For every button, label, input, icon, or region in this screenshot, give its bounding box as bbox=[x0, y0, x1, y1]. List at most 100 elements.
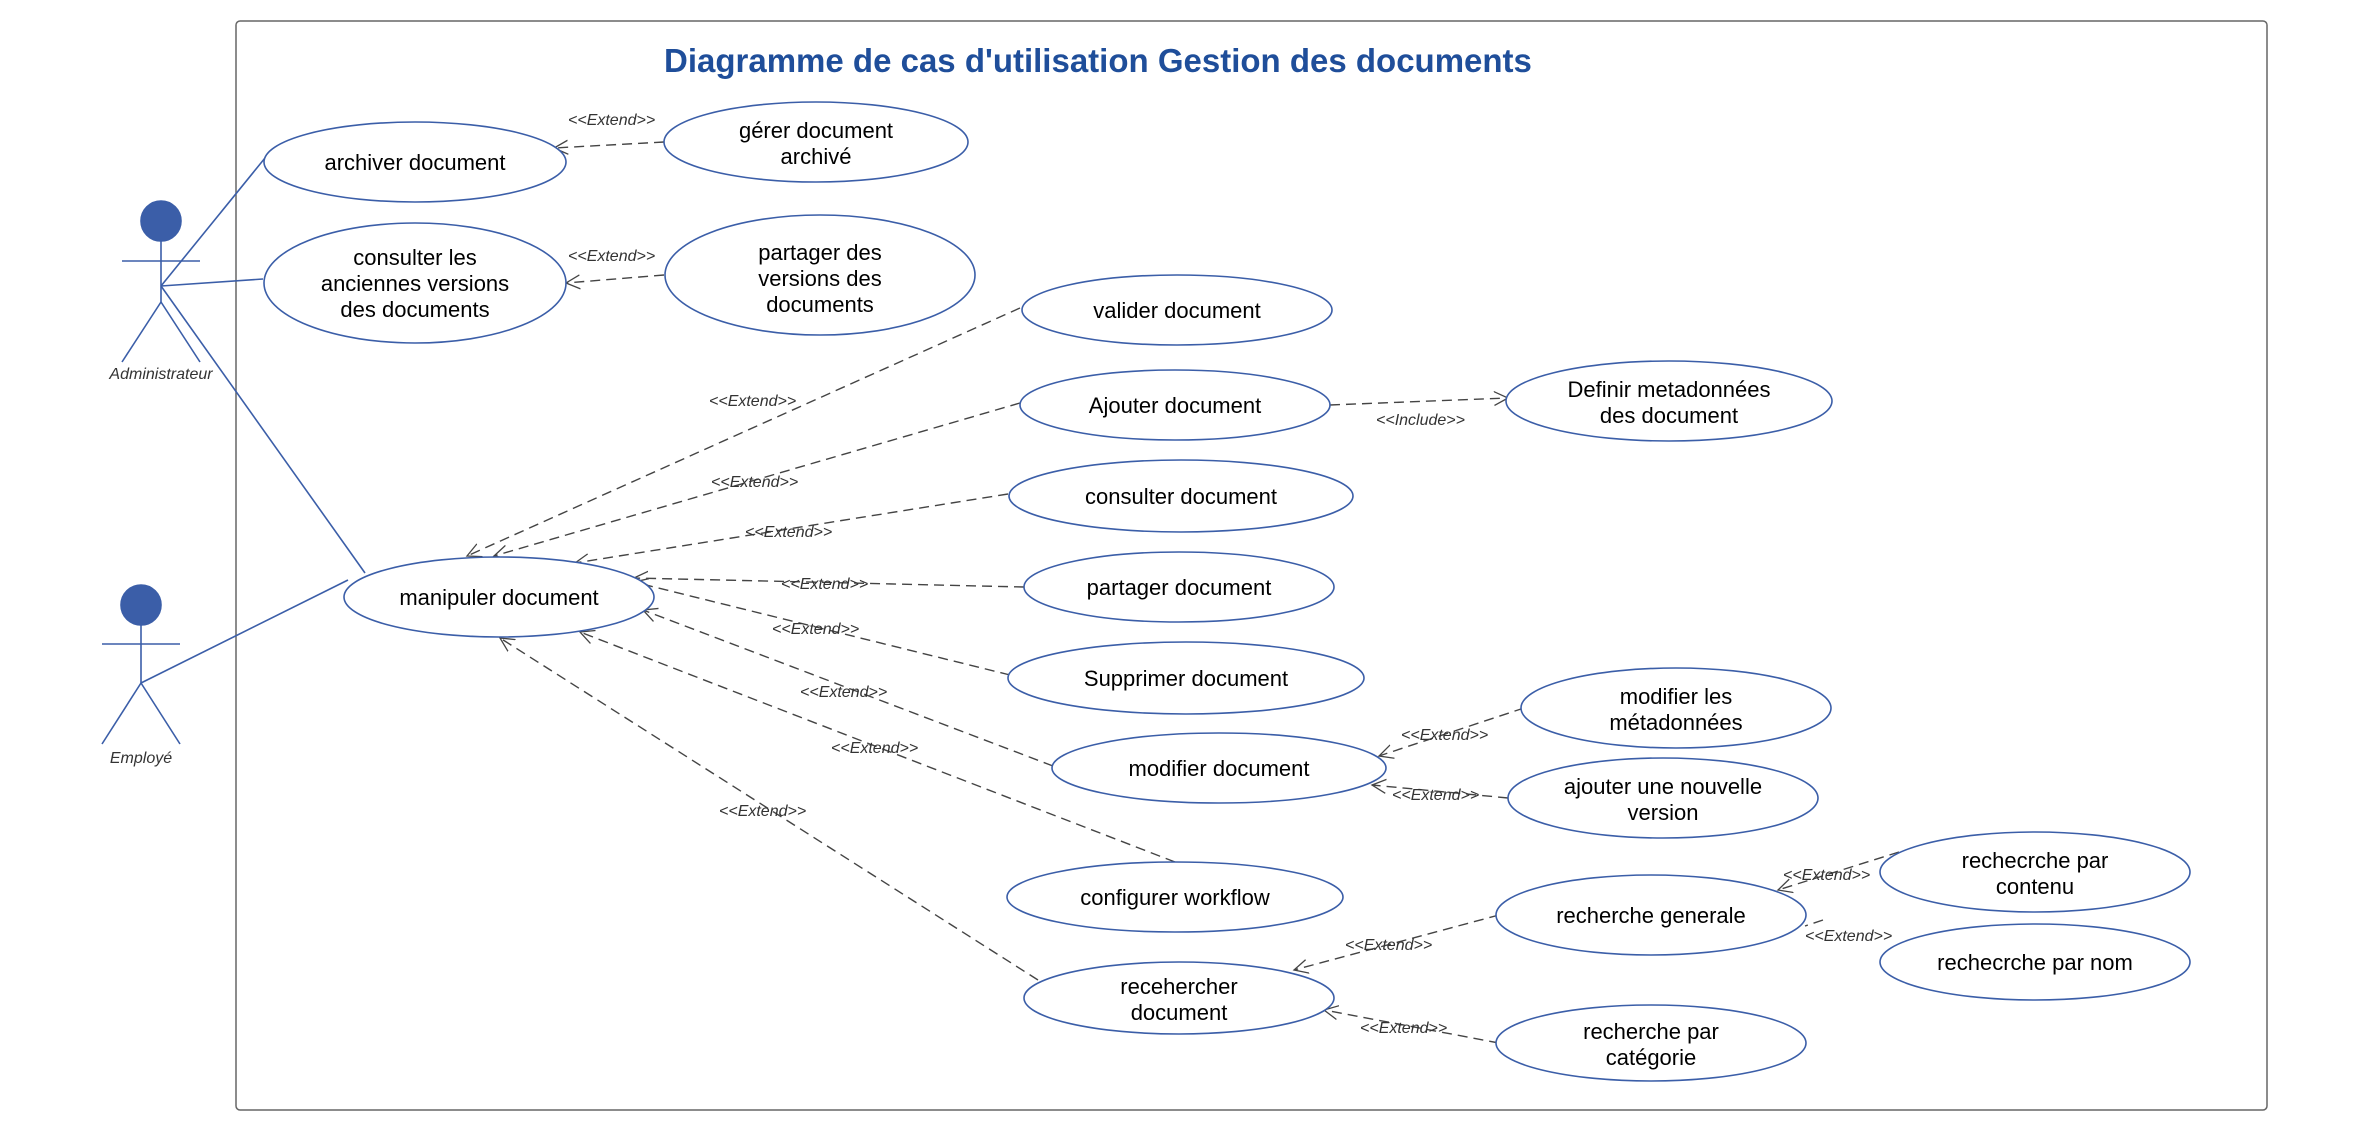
extend-valider-manipuler bbox=[467, 307, 1021, 556]
uc-modifier-metadonnees[interactable] bbox=[1520, 667, 1832, 749]
diagram-title: Diagramme de cas d'utilisation Gestion d… bbox=[664, 42, 1532, 79]
system-boundary bbox=[235, 20, 2268, 1111]
actor-administrateur[interactable] bbox=[121, 200, 201, 363]
uc-recherche-nom-label: rechecrche par nom bbox=[1937, 950, 2133, 975]
uc-modifier-meta-label-2: métadonnées bbox=[1609, 710, 1742, 735]
uc-ajouter-nouvelle-version[interactable] bbox=[1507, 757, 1819, 839]
uc-archiver-label: archiver document bbox=[325, 150, 506, 175]
extend-partager-versions bbox=[566, 274, 665, 283]
uc-rechercher-label-2: document bbox=[1131, 1000, 1228, 1025]
label-extend-categorie: <<Extend>> bbox=[1360, 1020, 1447, 1037]
label-extend-contenu: <<Extend>> bbox=[1783, 867, 1870, 884]
uc-recherche-par-categorie[interactable] bbox=[1495, 1004, 1807, 1082]
label-extend-supprimer: <<Extend>> bbox=[772, 621, 859, 638]
uc-recherche-categorie-label-1: recherche par bbox=[1583, 1019, 1719, 1044]
uc-nouvelle-version-label-1: ajouter une nouvelle bbox=[1564, 774, 1762, 799]
assoc-admin-manipuler bbox=[160, 285, 366, 574]
relation-labels: <<Extend>> <<Extend>> <<Extend>> <<Exten… bbox=[568, 112, 1892, 1037]
uc-gerer-document-archive[interactable] bbox=[663, 101, 969, 183]
uc-gerer-label-1: gérer document bbox=[739, 118, 893, 143]
uc-definir-label-2: des document bbox=[1600, 403, 1738, 428]
actor-employe[interactable] bbox=[101, 584, 181, 745]
relations bbox=[467, 142, 1900, 1044]
uc-nouvelle-version-label-2: version bbox=[1628, 800, 1699, 825]
uc-valider-document[interactable] bbox=[1021, 274, 1333, 346]
uc-recherche-categorie-label-2: catégorie bbox=[1606, 1045, 1697, 1070]
uc-partager-document[interactable] bbox=[1023, 551, 1335, 623]
label-extend-partager-versions: <<Extend>> bbox=[568, 248, 655, 265]
use-case-labels: archiver document gérer document archivé… bbox=[321, 118, 2133, 1070]
uc-manipuler-label: manipuler document bbox=[399, 585, 598, 610]
uc-consulter-document[interactable] bbox=[1008, 459, 1354, 533]
uc-rechercher-label-1: recehercher bbox=[1120, 974, 1237, 999]
uc-consulter-versions-label-1: consulter les bbox=[353, 245, 477, 270]
extend-contenu-generale bbox=[1778, 851, 1900, 890]
uc-definir-metadonnees[interactable] bbox=[1505, 360, 1833, 442]
extend-supprimer-manipuler bbox=[634, 582, 1011, 676]
uc-supprimer-label: Supprimer document bbox=[1084, 666, 1288, 691]
extend-nouvelle-modifier bbox=[1372, 785, 1509, 799]
label-extend-partager: <<Extend>> bbox=[781, 576, 868, 593]
label-extend-modifier: <<Extend>> bbox=[800, 684, 887, 701]
label-extend-ajouter: <<Extend>> bbox=[711, 474, 798, 491]
uc-modifier-meta-label-1: modifier les bbox=[1620, 684, 1732, 709]
label-extend-modifmeta: <<Extend>> bbox=[1401, 727, 1488, 744]
extend-modifmeta-modifier bbox=[1379, 707, 1525, 756]
associations bbox=[140, 157, 366, 684]
uc-recherche-contenu-label-2: contenu bbox=[1996, 874, 2074, 899]
uc-ajouter-label: Ajouter document bbox=[1089, 393, 1261, 418]
extend-rechercher-manipuler bbox=[500, 638, 1039, 981]
uc-manipuler-document[interactable] bbox=[343, 556, 655, 638]
label-include-definir: <<Include>> bbox=[1376, 412, 1465, 429]
uc-ajouter-document[interactable] bbox=[1019, 369, 1331, 441]
uc-archiver-document[interactable] bbox=[263, 121, 567, 203]
uc-configurer-label: configurer workflow bbox=[1080, 885, 1270, 910]
label-extend-generale: <<Extend>> bbox=[1345, 937, 1432, 954]
assoc-admin-archiver bbox=[160, 157, 266, 287]
uc-partager-versions-label-1: partager des bbox=[758, 240, 882, 265]
actor-employe-label: Employé bbox=[110, 750, 172, 767]
extend-categorie-rechercher bbox=[1324, 1010, 1500, 1044]
label-extend-configurer: <<Extend>> bbox=[831, 740, 918, 757]
uc-configurer-workflow[interactable] bbox=[1006, 861, 1344, 933]
uc-definir-label-1: Definir metadonnées bbox=[1567, 377, 1770, 402]
uc-modifier-document[interactable] bbox=[1051, 732, 1387, 804]
label-extend-valider: <<Extend>> bbox=[709, 393, 796, 410]
label-extend-gerer: <<Extend>> bbox=[568, 112, 655, 129]
include-ajouter-definir bbox=[1329, 398, 1508, 405]
extend-partager-manipuler bbox=[634, 578, 1025, 588]
uc-recherche-generale[interactable] bbox=[1495, 874, 1807, 956]
extend-consulter-manipuler bbox=[575, 493, 1009, 563]
uc-valider-label: valider document bbox=[1093, 298, 1261, 323]
extend-configurer-manipuler bbox=[580, 632, 1176, 863]
assoc-admin-consulter-versions bbox=[160, 278, 264, 287]
uc-partager-versions-label-2: versions des bbox=[758, 266, 882, 291]
uc-rechercher-document[interactable] bbox=[1023, 961, 1335, 1035]
uc-partager-versions-label-3: documents bbox=[766, 292, 874, 317]
label-extend-nom: <<Extend>> bbox=[1805, 928, 1892, 945]
uc-consulter-label: consulter document bbox=[1085, 484, 1277, 509]
extend-generale-rechercher bbox=[1294, 914, 1500, 970]
uc-consulter-versions-label-3: des documents bbox=[340, 297, 489, 322]
uc-partager-versions[interactable] bbox=[664, 214, 976, 336]
uc-partager-label: partager document bbox=[1087, 575, 1272, 600]
uc-consulter-versions-label-2: anciennes versions bbox=[321, 271, 509, 296]
uc-gerer-label-2: archivé bbox=[781, 144, 852, 169]
extend-gerer-archiver bbox=[554, 142, 665, 148]
uc-consulter-anciennes-versions[interactable] bbox=[263, 222, 567, 344]
extend-modifier-manipuler bbox=[643, 610, 1054, 767]
uc-supprimer-document[interactable] bbox=[1007, 641, 1365, 715]
extend-nom-generale bbox=[1804, 919, 1824, 927]
assoc-employe-manipuler bbox=[140, 579, 349, 684]
use-cases bbox=[263, 101, 2191, 1082]
label-extend-consulter: <<Extend>> bbox=[745, 524, 832, 541]
uc-modifier-label: modifier document bbox=[1129, 756, 1310, 781]
actor-administrateur-label: Administrateur bbox=[108, 366, 213, 383]
uc-recherche-contenu-label-1: rechecrche par bbox=[1962, 848, 2109, 873]
uc-recherche-par-contenu[interactable] bbox=[1879, 831, 2191, 913]
extend-ajouter-manipuler bbox=[494, 402, 1021, 556]
uc-recherche-generale-label: recherche generale bbox=[1556, 903, 1746, 928]
uc-recherche-par-nom[interactable] bbox=[1879, 923, 2191, 1001]
label-extend-nouvelle: <<Extend>> bbox=[1392, 787, 1479, 804]
